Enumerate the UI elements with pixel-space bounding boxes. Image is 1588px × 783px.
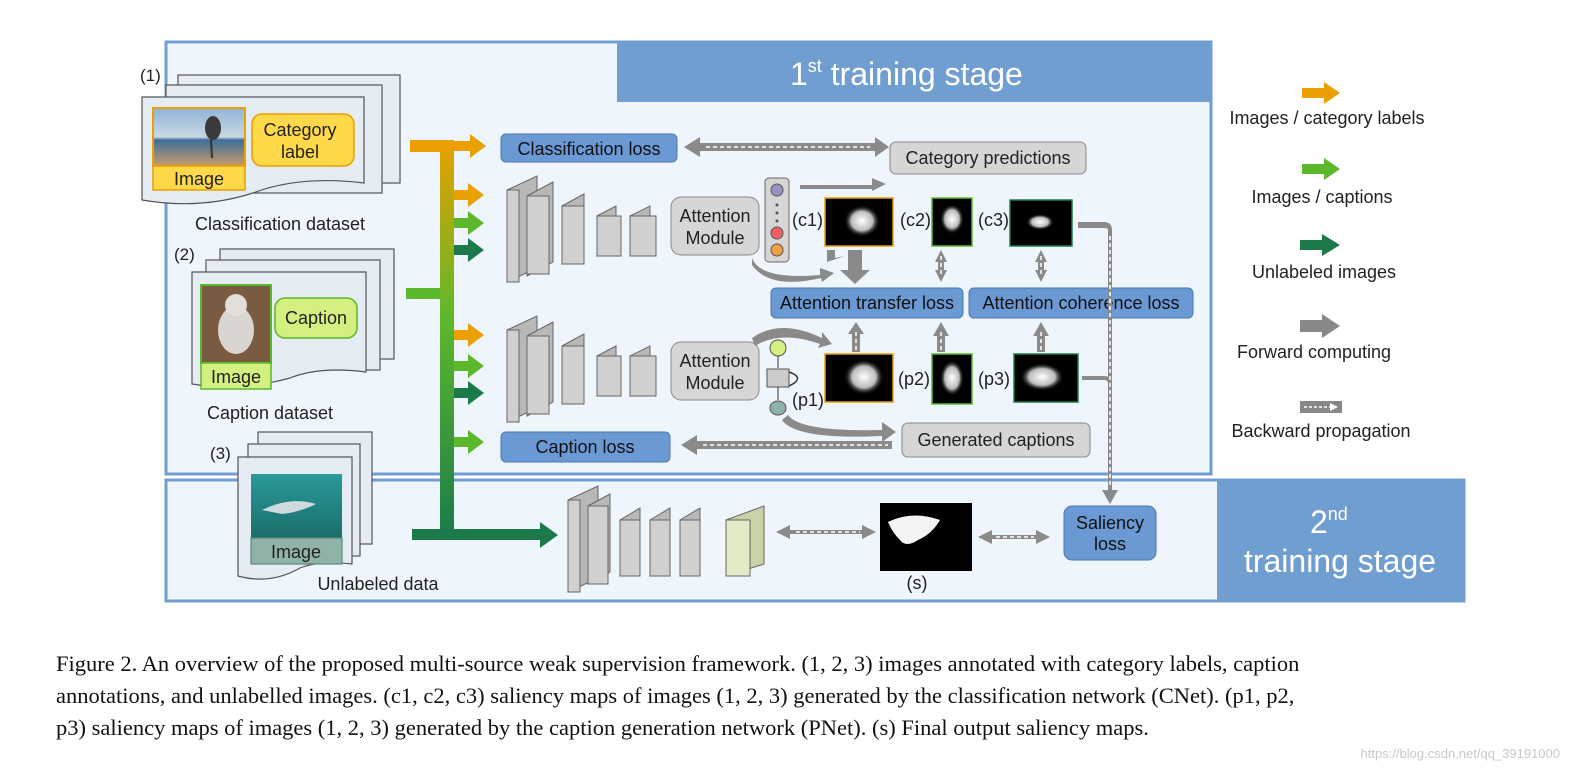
- arrow-green-icon: [1302, 158, 1340, 180]
- generated-captions-box: [901, 422, 1091, 458]
- pnet-backbone: [506, 315, 657, 423]
- stage2-title-line2: training stage: [1244, 543, 1436, 579]
- classification-loss-label: Classification loss: [517, 139, 660, 159]
- saliency-map-s: [880, 503, 972, 571]
- map-label-p1: (p1): [792, 390, 824, 410]
- attention-transfer-loss-label: Attention transfer loss: [780, 293, 954, 313]
- dataset3-image-label: Image: [271, 542, 321, 562]
- saliency-map-p1: [824, 353, 894, 403]
- stage2-title-line1: 2nd: [1310, 504, 1348, 540]
- flow-arrows: [681, 137, 1118, 544]
- legend-item-unlabeled: Unlabeled images: [1252, 262, 1396, 282]
- stage1-title: 1st training stage: [790, 56, 1023, 92]
- legend-item-captions: Images / captions: [1251, 187, 1392, 207]
- dataset1-image-label: Image: [174, 169, 224, 189]
- map-label-c2: (c2): [900, 210, 931, 230]
- dataset2-number: (2): [174, 245, 195, 264]
- stage2-header: [1217, 480, 1464, 601]
- cnet-backbone: [506, 175, 657, 283]
- dataset1-number: (1): [140, 66, 161, 85]
- branch-arrows: [454, 134, 558, 548]
- saliency-map-c3: [1009, 199, 1073, 247]
- stage1-header: [617, 42, 1211, 102]
- map-label-c3: (c3): [978, 210, 1009, 230]
- saliency-map-c2: [931, 197, 973, 247]
- saliency-loss-box: [1063, 505, 1157, 561]
- attention-coherence-loss-box: [968, 287, 1194, 319]
- classification-loss-box: [500, 133, 678, 163]
- map-label-c1: (c1): [792, 210, 823, 230]
- map-label-p2: (p2): [898, 369, 930, 389]
- dataset2-name: Caption dataset: [207, 403, 333, 423]
- dataset3-number: (3): [210, 444, 231, 463]
- legend-item-backward: Backward propagation: [1231, 421, 1410, 441]
- map-label-s: (s): [907, 573, 928, 593]
- dataset2-image-label: Image: [211, 367, 261, 387]
- legend-item-forward: Forward computing: [1237, 342, 1391, 362]
- map-label-p3: (p3): [978, 369, 1010, 389]
- saliency-map-c1: [824, 197, 894, 247]
- watermark: https://blog.csdn.net/qq_39191000: [1360, 746, 1561, 761]
- attention-module-pnet: [670, 341, 760, 401]
- saliency-backbone: [567, 485, 765, 593]
- attention-module-cnet: [670, 196, 760, 256]
- caption-dataset-stack: Image Caption: [191, 248, 395, 390]
- attention-transfer-loss-box: [770, 287, 964, 319]
- input-trunk: [440, 140, 454, 540]
- unlabeled-dataset-stack: Image: [237, 431, 373, 580]
- arrow-darkgreen-icon: [1300, 234, 1340, 256]
- caption-line: p3) saliency maps of images (1, 2, 3) ge…: [56, 715, 1149, 740]
- caption-loss-box: [500, 431, 671, 463]
- dataset-input-arrows: [406, 140, 454, 540]
- generated-captions-label: Generated captions: [917, 430, 1074, 450]
- dataset3-name: Unlabeled data: [317, 574, 439, 594]
- arrow-orange-icon: [1302, 82, 1340, 104]
- category-predictions-label: Category predictions: [905, 148, 1070, 168]
- caption-line: Figure 2. An overview of the proposed mu…: [56, 651, 1300, 676]
- figure-caption: Figure 2. An overview of the proposed mu…: [56, 648, 1556, 744]
- legend: Images / category labels Images / captio…: [1229, 82, 1425, 441]
- caption-loss-label: Caption loss: [535, 437, 634, 457]
- backward-dashes: [703, 146, 1111, 538]
- lstm-cell: [766, 339, 799, 416]
- arrow-gray-icon: [1300, 314, 1340, 338]
- class-score-vector: [764, 177, 790, 263]
- saliency-map-p2: [931, 353, 973, 405]
- caption-line: annotations, and unlabelled images. (c1,…: [56, 683, 1295, 708]
- saliency-map-p3: [1013, 353, 1079, 403]
- heron-image: [152, 107, 246, 167]
- category-predictions-box: [889, 141, 1087, 175]
- attention-coherence-loss-label: Attention coherence loss: [982, 293, 1179, 313]
- caption-tag: Caption: [285, 308, 347, 328]
- legend-item-category-labels: Images / category labels: [1229, 108, 1424, 128]
- dataset1-name: Classification dataset: [195, 214, 365, 234]
